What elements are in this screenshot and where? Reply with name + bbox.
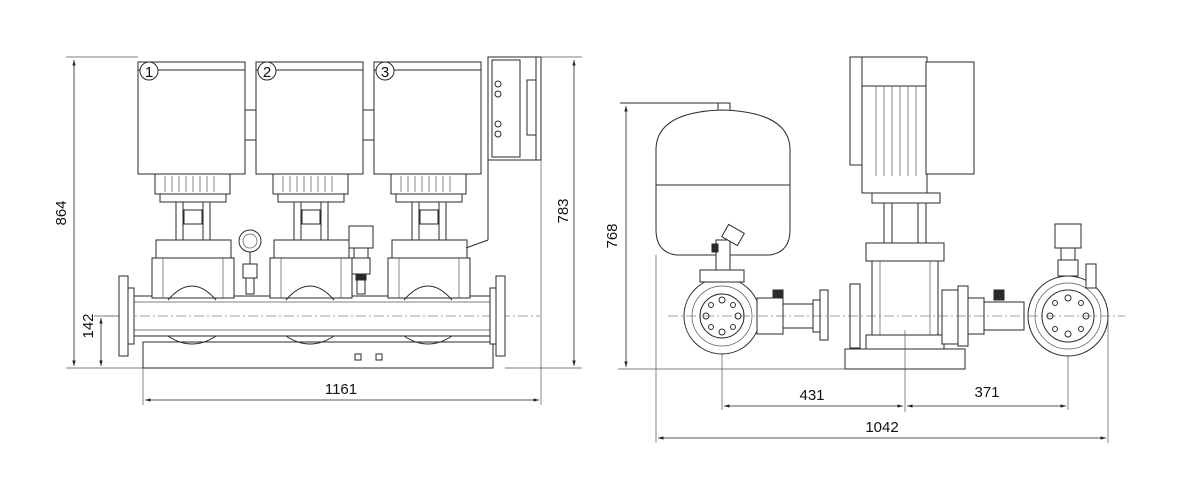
outlet-valve	[957, 223, 1109, 357]
svg-text:2: 2	[263, 64, 271, 81]
svg-text:1: 1	[145, 64, 153, 81]
pump-label-2: 2	[257, 61, 277, 81]
svg-text:3: 3	[381, 64, 389, 81]
dimension-1042: 1042	[865, 419, 898, 436]
side-view: 768 431 371 1042	[604, 56, 1125, 443]
pressure-transmitter	[348, 225, 374, 295]
base-frame	[142, 341, 494, 369]
pump-2	[255, 61, 364, 345]
control-cabinet	[465, 56, 542, 249]
pump-1	[137, 61, 246, 345]
dimension-768: 768	[604, 223, 621, 248]
flange-right	[495, 275, 506, 357]
dimension-431: 431	[799, 387, 824, 404]
dimension-1161: 1161	[325, 381, 357, 398]
inlet-valve	[683, 269, 822, 355]
flange-left	[118, 275, 129, 357]
front-view: 1 2 3 864 142 783 1161	[53, 56, 582, 405]
dimension-371: 371	[974, 384, 999, 401]
diaphragm-tank	[620, 102, 791, 271]
dimension-783: 783	[555, 198, 572, 223]
dimension-142: 142	[80, 313, 97, 338]
pressure-gauge	[238, 229, 262, 295]
dimension-864: 864	[53, 200, 70, 225]
pump-3	[373, 61, 482, 345]
side-pump	[819, 56, 975, 370]
pump-label-1: 1	[139, 61, 159, 81]
pump-label-3: 3	[375, 61, 395, 81]
